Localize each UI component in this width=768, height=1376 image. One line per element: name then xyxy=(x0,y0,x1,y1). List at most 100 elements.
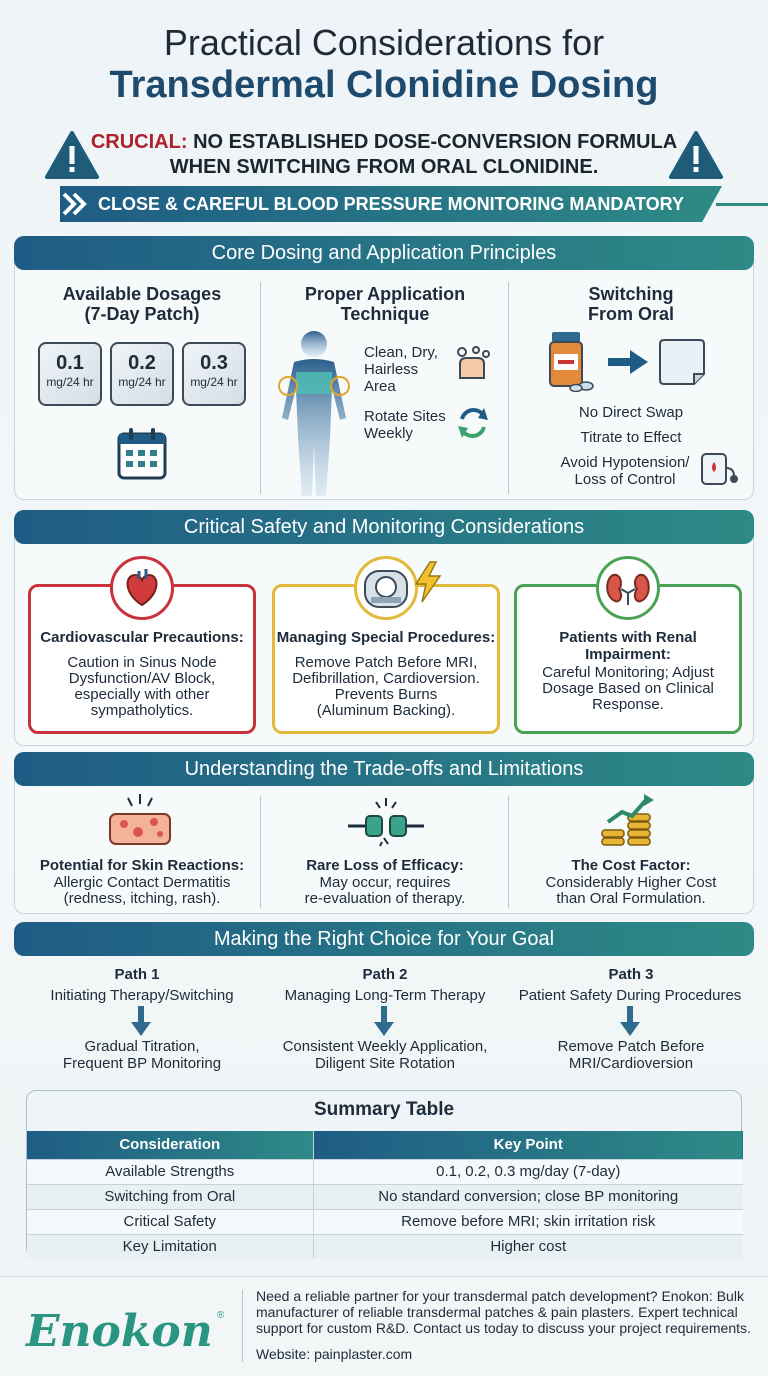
cardiovascular-body-line: especially with other xyxy=(74,686,210,703)
skin-reaction-title: Potential for Skin Reactions: xyxy=(39,857,245,874)
calendar-icon xyxy=(116,426,168,487)
procedures-body: Remove Patch Before MRI, Defibrillation,… xyxy=(275,655,497,719)
patch-unit: mg/24 hr xyxy=(118,375,166,389)
switching-point-3-line: Loss of Control xyxy=(574,471,676,488)
divider xyxy=(260,282,261,494)
table-cell: Remove before MRI; skin irritation risk xyxy=(313,1208,743,1234)
banner-line xyxy=(716,203,768,206)
procedures-title: Managing Special Procedures: xyxy=(276,629,496,646)
crucial-text-1: NO ESTABLISHED DOSE-CONVERSION FORMULA xyxy=(193,131,678,153)
application-title: Proper Application Technique xyxy=(262,284,508,324)
switching-title: Switching From Oral xyxy=(510,284,752,324)
chevron-right-icon xyxy=(60,188,92,220)
application-title-2: Technique xyxy=(340,304,430,324)
path-3-result-line: Remove Patch Before xyxy=(557,1038,705,1055)
summary-table: Consideration Key Point Available Streng… xyxy=(27,1131,743,1259)
cost-title: The Cost Factor: xyxy=(571,857,691,874)
switching-point-3-line: Avoid Hypotension/ xyxy=(560,454,690,471)
table-row: Key Limitation Higher cost xyxy=(27,1233,743,1259)
path-2-title: Path 2 xyxy=(362,966,408,983)
renal-body-line: Careful Monitoring; Adjust xyxy=(542,664,714,681)
table-cell: Switching from Oral xyxy=(27,1183,314,1209)
path-3-title: Path 3 xyxy=(608,966,654,983)
cost-line: Considerably Higher Cost xyxy=(545,874,717,891)
path-1-result-line: Frequent BP Monitoring xyxy=(62,1055,222,1072)
divider xyxy=(508,796,509,908)
table-cell: No standard conversion; close BP monitor… xyxy=(313,1183,743,1209)
switching-point-3: Avoid Hypotension/ Loss of Control xyxy=(540,454,710,488)
cardiovascular-title: Cardiovascular Precautions: xyxy=(40,629,244,646)
mri-machine-icon xyxy=(354,556,418,620)
registered-mark: ® xyxy=(217,1310,225,1321)
cost-body: Considerably Higher Cost than Oral Formu… xyxy=(510,875,752,907)
arrow-down-icon xyxy=(131,1006,151,1038)
skin-reaction-line: (redness, itching, rash). xyxy=(63,890,221,907)
application-item-2-line: Rotate Sites xyxy=(364,408,446,425)
broken-plug-icon xyxy=(346,794,426,853)
divider xyxy=(260,796,261,908)
efficacy-title: Rare Loss of Efficacy: xyxy=(306,857,464,874)
procedures-body-line: Prevents Burns xyxy=(334,686,438,703)
renal-title-line: Impairment: xyxy=(585,646,671,663)
renal-body: Careful Monitoring; Adjust Dosage Based … xyxy=(517,665,739,713)
renal-title: Patients with Renal Impairment: xyxy=(517,629,739,663)
footer-text: Need a reliable partner for your transde… xyxy=(256,1288,751,1336)
table-header-row: Consideration Key Point xyxy=(27,1131,743,1159)
cardiovascular-body: Caution in Sinus Node Dysfunction/AV Blo… xyxy=(31,655,253,719)
patch-unit: mg/24 hr xyxy=(190,375,238,389)
arrow-down-icon xyxy=(374,1006,394,1038)
arrow-right-icon xyxy=(608,350,648,379)
application-item-1-line: Clean, Dry, xyxy=(364,344,438,361)
renal-body-line: Dosage Based on Clinical xyxy=(542,680,714,697)
path-3-result-line: MRI/Cardioversion xyxy=(568,1055,694,1072)
safety-heading: Critical Safety and Monitoring Considera… xyxy=(14,510,754,544)
table-cell: Available Strengths xyxy=(27,1158,314,1184)
choice-heading: Making the Right Choice for Your Goal xyxy=(14,922,754,956)
kidney-icon xyxy=(596,556,660,620)
title-line-2: Transdermal Clonidine Dosing xyxy=(109,64,659,106)
switching-point-1: No Direct Swap xyxy=(578,404,684,421)
procedures-body-line: (Aluminum Backing). xyxy=(316,702,456,719)
path-2-result-line: Consistent Weekly Application, xyxy=(282,1038,488,1055)
body-silhouette-icon xyxy=(266,328,362,503)
crucial-label: CRUCIAL: xyxy=(90,131,188,153)
table-cell: Key Limitation xyxy=(27,1233,314,1259)
warning-icon xyxy=(44,130,100,180)
table-cell: 0.1, 0.2, 0.3 mg/day (7-day) xyxy=(313,1158,743,1184)
procedures-body-line: Remove Patch Before MRI, xyxy=(294,654,478,671)
path-1-result: Gradual Titration, Frequent BP Monitorin… xyxy=(14,1038,270,1072)
title-line-1: Practical Considerations for xyxy=(163,22,605,63)
crucial-text-2: WHEN SWITCHING FROM ORAL CLONIDINE. xyxy=(169,156,599,178)
enokon-logo[interactable]: Enokon xyxy=(26,1306,213,1357)
path-2-result-line: Diligent Site Rotation xyxy=(314,1055,456,1072)
dosages-title: Available Dosages (7-Day Patch) xyxy=(24,284,260,324)
rotate-icon xyxy=(454,404,492,447)
patch-0.1: 0.1 mg/24 hr xyxy=(38,342,102,406)
path-3-subtitle: Patient Safety During Procedures xyxy=(518,987,742,1004)
application-item-1-line: Hairless xyxy=(364,361,419,378)
path-1-title: Path 1 xyxy=(114,966,160,983)
switching-title-2: From Oral xyxy=(587,304,675,324)
path-3-result: Remove Patch Before MRI/Cardioversion xyxy=(510,1038,752,1072)
efficacy-line: re-evaluation of therapy. xyxy=(304,890,466,907)
switching-title-1: Switching xyxy=(588,284,674,304)
dosages-title-2: (7-Day Patch) xyxy=(84,304,200,324)
path-1-subtitle: Initiating Therapy/Switching xyxy=(50,987,234,1004)
path-1-result-line: Gradual Titration, xyxy=(84,1038,200,1055)
renal-body-line: Response. xyxy=(592,696,664,713)
footer-website-link[interactable]: Website: painplaster.com xyxy=(256,1346,413,1362)
path-2-subtitle: Managing Long-Term Therapy xyxy=(284,987,486,1004)
divider xyxy=(508,282,509,494)
application-item-2: Rotate Sites Weekly xyxy=(364,408,446,442)
procedures-card: Managing Special Procedures: Remove Patc… xyxy=(272,584,500,734)
patch-value: 0.3 xyxy=(200,352,228,374)
arrow-down-icon xyxy=(620,1006,640,1038)
efficacy-body: May occur, requires re-evaluation of the… xyxy=(262,875,508,907)
summary-table-title: Summary Table xyxy=(313,1099,455,1120)
monitoring-banner: CLOSE & CAREFUL BLOOD PRESSURE MONITORIN… xyxy=(60,186,722,222)
application-item-1-line: Area xyxy=(364,378,396,395)
tradeoffs-heading: Understanding the Trade-offs and Limitat… xyxy=(14,752,754,786)
skin-reaction-icon xyxy=(104,792,176,855)
patch-value: 0.2 xyxy=(128,352,156,374)
cardiovascular-body-line: Dysfunction/AV Block, xyxy=(68,670,216,687)
